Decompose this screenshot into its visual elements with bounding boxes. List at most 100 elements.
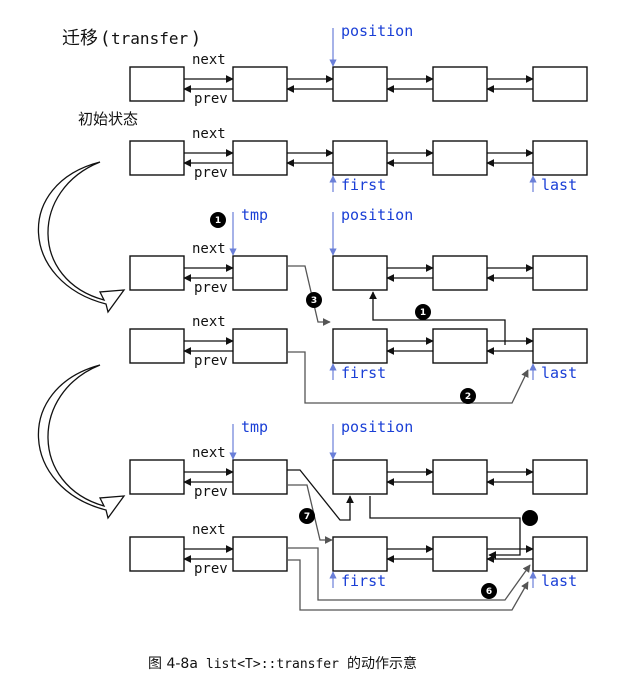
tmp-pointer-c: tmp: [229, 206, 268, 256]
list-node: [332, 66, 388, 102]
last-pointer-f-label: last: [541, 572, 577, 590]
position-pointer-e-label: position: [341, 418, 413, 436]
last-pointer-d-label: last: [541, 364, 577, 382]
transition-arrow-1: [37, 161, 126, 314]
row-step1-top: next prev: [129, 241, 588, 296]
row-final-top: next prev: [129, 445, 588, 500]
list-rows: next prev next prev next prev next prev next prev…: [129, 52, 588, 577]
row-step1-bottom: next prev: [129, 314, 588, 369]
row-initial: next prev: [129, 126, 588, 181]
step-marker-2: 2: [460, 388, 476, 404]
list-node: [332, 536, 388, 572]
list-node: [532, 328, 588, 364]
first-pointer-d-label: first: [341, 364, 386, 382]
list-node: [432, 66, 488, 102]
step-number: 1: [420, 308, 426, 318]
next-label: next: [192, 314, 226, 330]
first-pointer-b-label: first: [341, 176, 386, 194]
route-step3: [287, 265, 331, 326]
last-pointer-b-label: last: [541, 176, 577, 194]
last-pointer-d: last: [529, 363, 577, 382]
first-pointer-d: first: [329, 363, 386, 382]
diagram-title: 迁移(transfer): [62, 28, 199, 49]
next-label: next: [192, 126, 226, 142]
list-node: [432, 459, 488, 495]
next-label: next: [192, 522, 226, 538]
list-node: [232, 328, 288, 364]
next-label: next: [192, 445, 226, 461]
step-marker-7: 7: [299, 508, 315, 524]
position-pointer-e: position: [329, 418, 413, 460]
step-markers: 1 3 1 2 7 6: [210, 212, 538, 599]
step-marker-6: 6: [481, 583, 497, 599]
list-node: [532, 459, 588, 495]
tmp-pointer-e-label: tmp: [241, 418, 268, 436]
pointer-labels: position first last tmp position first last tmp…: [229, 22, 577, 590]
step-number: 2: [465, 392, 471, 402]
route-step2: [287, 351, 529, 404]
first-pointer-b: first: [329, 175, 386, 194]
next-label: next: [192, 52, 226, 68]
prev-label: prev: [194, 91, 228, 107]
list-node: [129, 66, 185, 102]
position-pointer-c: position: [329, 206, 413, 256]
splice-routes: [287, 265, 531, 611]
prev-label: prev: [194, 280, 228, 296]
position-pointer-a-label: position: [341, 22, 413, 40]
list-node: [532, 140, 588, 176]
list-node: [129, 140, 185, 176]
list-node: [232, 140, 288, 176]
row-final-bottom: next prev: [129, 522, 588, 577]
route-step1: [369, 291, 506, 345]
first-pointer-f-label: first: [341, 572, 386, 590]
list-node: [232, 459, 288, 495]
first-pointer-f: first: [329, 571, 386, 590]
step-number: 3: [311, 296, 317, 306]
prev-label: prev: [194, 484, 228, 500]
list-node: [432, 255, 488, 291]
prev-label: prev: [194, 561, 228, 577]
list-node: [232, 536, 288, 572]
list-node: [129, 328, 185, 364]
prev-label: prev: [194, 353, 228, 369]
route-last-to-first: [369, 496, 521, 559]
step-circle: [210, 212, 226, 228]
step-marker-3: 3: [306, 292, 322, 308]
list-node: [532, 66, 588, 102]
step-marker-1-tmp: 1: [210, 212, 226, 228]
list-node: [129, 255, 185, 291]
position-pointer-c-label: position: [341, 206, 413, 224]
step-number: 1: [215, 216, 221, 226]
list-node: [232, 66, 288, 102]
step-circle: [522, 510, 538, 526]
last-pointer-f: last: [529, 571, 577, 590]
list-node: [332, 140, 388, 176]
step-number: 7: [304, 512, 310, 522]
list-node: [129, 459, 185, 495]
prev-label: prev: [194, 165, 228, 181]
route-step6: [287, 559, 529, 611]
list-node: [432, 140, 488, 176]
list-node: [432, 536, 488, 572]
step-marker-1: 1: [415, 304, 431, 320]
tmp-pointer-c-label: tmp: [241, 206, 268, 224]
list-node: [332, 459, 388, 495]
list-node: [332, 255, 388, 291]
step-circle: [460, 388, 476, 404]
list-node: [332, 328, 388, 364]
step-marker-dot: [522, 510, 538, 526]
step-circle: [481, 583, 497, 599]
list-node: [432, 328, 488, 364]
step-number: 6: [486, 587, 492, 597]
initial-state-label: 初始状态: [78, 110, 138, 128]
position-pointer-a: position: [329, 22, 413, 67]
row-original: next prev: [129, 52, 588, 107]
step-circle: [299, 508, 315, 524]
route-step6b: [287, 547, 531, 601]
next-label: next: [192, 241, 226, 257]
list-node: [532, 536, 588, 572]
list-node: [532, 255, 588, 291]
tmp-pointer-e: tmp: [229, 418, 268, 460]
